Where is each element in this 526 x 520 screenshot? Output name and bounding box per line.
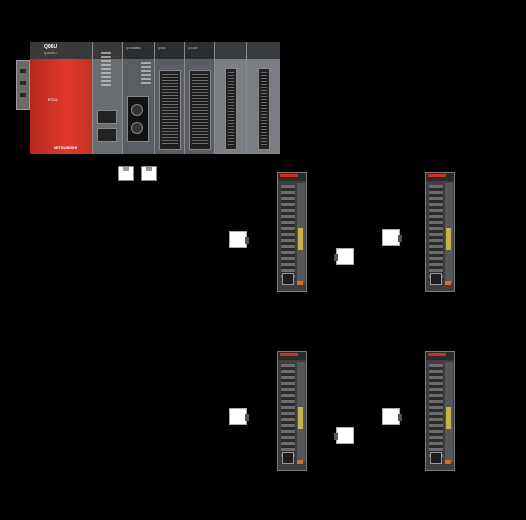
plc-rack: Q06U QnUCPU RTUL MITSUBISHI QJ71MB91 QX4…	[16, 42, 280, 154]
cpu-status-section	[92, 42, 122, 154]
cable-connector-icon	[382, 229, 402, 246]
io-module-3	[214, 42, 246, 154]
module-tag: QJ71MB91	[126, 46, 142, 50]
servo-amplifier-1	[277, 172, 307, 292]
servo-amplifier-4	[425, 351, 455, 471]
io-module-2: QY42P	[184, 42, 214, 154]
cpu-model-label: Q06U	[44, 44, 58, 50]
communication-module: QJ71MB91	[122, 42, 154, 154]
servo-amplifier-3	[277, 351, 307, 471]
brand-logo: MITSUBISHI	[54, 145, 78, 150]
cable-connector-icon	[334, 248, 354, 265]
cpu-series-label: QnUCPU	[44, 51, 57, 55]
cable-connector-icon	[229, 231, 249, 248]
module-tag: QY42P	[188, 46, 198, 50]
cpu-front-panel	[30, 59, 92, 154]
power-base-rail	[16, 60, 30, 110]
io-module-4	[246, 42, 280, 154]
servo-amplifier-2	[425, 172, 455, 292]
cable-connector-icon	[334, 427, 354, 444]
network-connector-icon	[118, 166, 134, 181]
io-module-1: QX42	[154, 42, 184, 154]
cable-connector-icon	[382, 408, 402, 425]
cable-connector-icon	[229, 408, 249, 425]
module-tag: QX42	[158, 46, 166, 50]
cpu-panel-label: RTUL	[48, 97, 59, 102]
cpu-header	[30, 42, 108, 59]
network-connector-icon	[141, 166, 157, 181]
